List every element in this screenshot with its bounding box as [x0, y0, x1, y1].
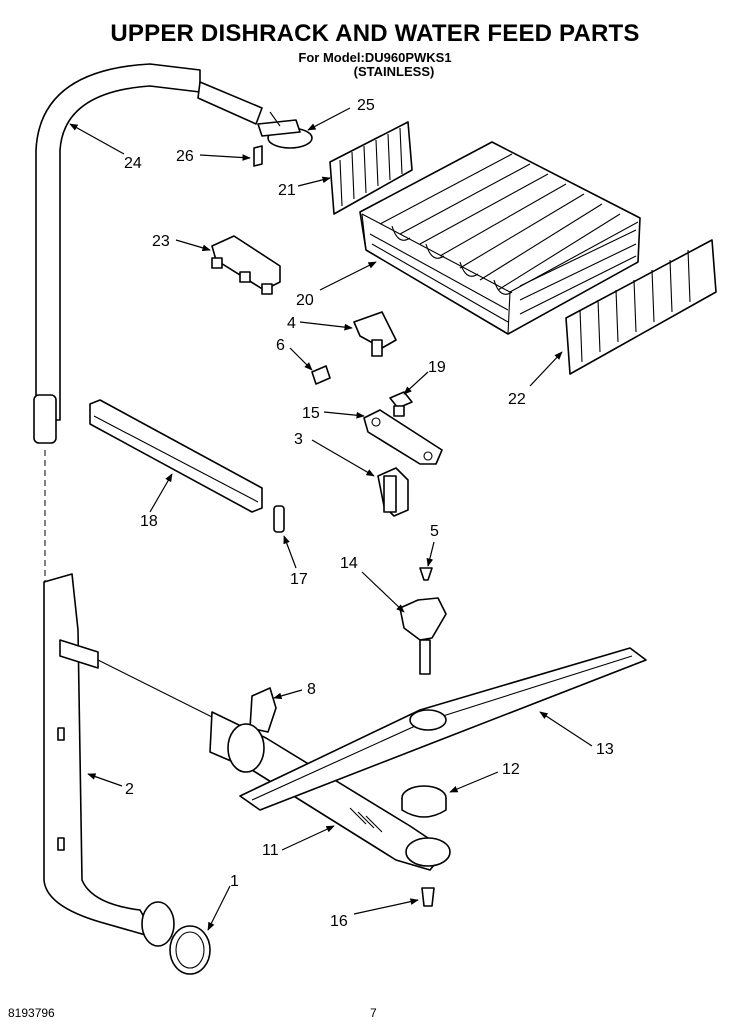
- part-14-hub: [399, 597, 447, 675]
- callout-8: 8: [307, 681, 316, 698]
- callout-labels: 25 26 24 21 23 20 4 6 19 15 3 22 18 17 5…: [124, 97, 614, 930]
- callout-3: 3: [294, 431, 303, 448]
- callout-20: 20: [296, 292, 314, 309]
- model-number: For Model:DU960PWKS1: [298, 50, 452, 65]
- callout-5: 5: [430, 523, 439, 540]
- part-13-spray-arm: [239, 647, 647, 811]
- leader-lines: [69, 107, 593, 931]
- part-17-end-cap: [273, 505, 285, 533]
- part-23-clip: [211, 235, 281, 295]
- part-21-tine-row: [329, 121, 413, 215]
- part-1-gasket: [169, 925, 211, 975]
- part-8-bracket: [249, 687, 277, 733]
- part-26-screw: [253, 145, 263, 167]
- callout-14: 14: [340, 555, 358, 572]
- part-20-upper-rack: [359, 141, 641, 335]
- callout-25: 25: [357, 97, 375, 114]
- part-19-stop: [389, 391, 413, 417]
- document-number: 8193796: [8, 1006, 55, 1020]
- callout-6: 6: [276, 337, 285, 354]
- callout-11: 11: [262, 842, 279, 859]
- callout-26: 26: [176, 148, 194, 165]
- callout-1: 1: [230, 873, 239, 890]
- part-25-mount: [257, 111, 313, 149]
- callout-18: 18: [140, 513, 158, 530]
- page-number: 7: [370, 1006, 377, 1020]
- part-24-feed-tube: [33, 63, 263, 600]
- callout-23: 23: [152, 233, 170, 250]
- callout-2: 2: [125, 781, 134, 798]
- callout-21: 21: [278, 182, 296, 199]
- model-variant: (STAINLESS): [353, 64, 435, 79]
- callout-12: 12: [502, 761, 520, 778]
- page-title: UPPER DISHRACK AND WATER FEED PARTS: [110, 20, 640, 47]
- callout-16: 16: [330, 913, 348, 930]
- callout-13: 13: [596, 741, 614, 758]
- callout-24: 24: [124, 155, 142, 172]
- part-6-screw: [311, 365, 331, 385]
- part-12-ring: [401, 785, 447, 818]
- callout-22: 22: [508, 391, 526, 408]
- part-15-arm: [363, 409, 443, 465]
- part-4-bracket: [353, 311, 397, 357]
- part-16-nut: [421, 887, 435, 907]
- callout-19: 19: [428, 359, 446, 376]
- part-2-supply-tube: [43, 573, 215, 947]
- callout-17: 17: [290, 571, 308, 588]
- part-22-tine-row: [565, 239, 717, 375]
- callout-15: 15: [302, 405, 320, 422]
- part-3-adjuster: [377, 467, 409, 517]
- part-11-manifold: [209, 711, 451, 871]
- part-5-screw: [419, 567, 433, 581]
- callout-4: 4: [287, 315, 296, 332]
- part-18-rail: [89, 399, 263, 513]
